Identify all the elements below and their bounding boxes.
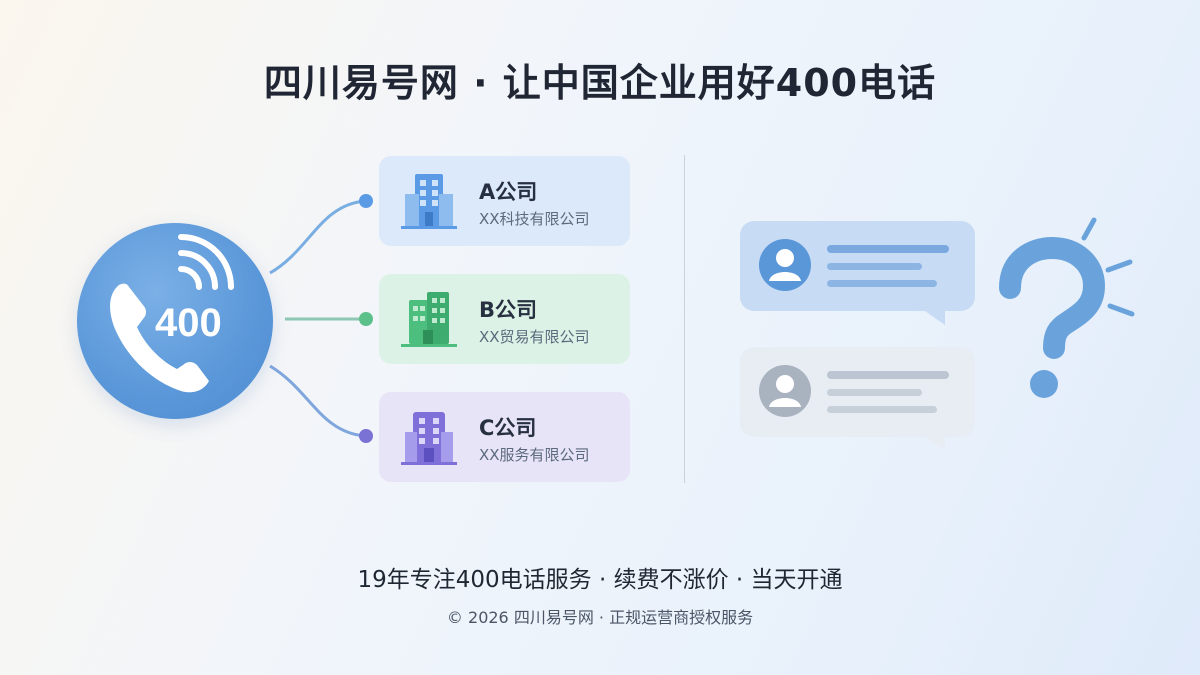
company-name: A公司 <box>479 180 538 204</box>
company-name: C公司 <box>479 416 537 440</box>
section-divider <box>684 155 685 483</box>
company-name: B公司 <box>479 298 538 322</box>
phone-number: 400 <box>155 301 222 345</box>
phone-400-badge: 400 <box>77 223 273 419</box>
tagline: 19年专注400电话服务 · 续费不涨价 · 当天开通 <box>357 567 843 593</box>
building-icon <box>401 412 457 465</box>
company-card-b: B公司 XX贸易有限公司 <box>379 274 630 364</box>
signal-waves-icon <box>178 234 234 290</box>
building-icon <box>401 292 457 347</box>
user-avatar-icon <box>759 365 811 417</box>
page-title: 四川易号网 · 让中国企业用好400电话 <box>263 61 937 105</box>
chat-bubble-active <box>740 221 975 325</box>
company-subtitle: XX贸易有限公司 <box>479 328 590 346</box>
user-avatar-icon <box>759 239 811 291</box>
copyright-text: © 2026 四川易号网 · 正规运营商授权服务 <box>446 608 754 627</box>
building-icon <box>401 174 457 229</box>
question-mark-icon <box>999 217 1135 398</box>
company-card-c: C公司 XX服务有限公司 <box>379 392 630 482</box>
chat-bubble-muted <box>740 347 975 451</box>
company-subtitle: XX科技有限公司 <box>479 210 590 228</box>
company-card-a: A公司 XX科技有限公司 <box>379 156 630 246</box>
company-subtitle: XX服务有限公司 <box>479 446 590 464</box>
phone-icon <box>110 234 234 393</box>
